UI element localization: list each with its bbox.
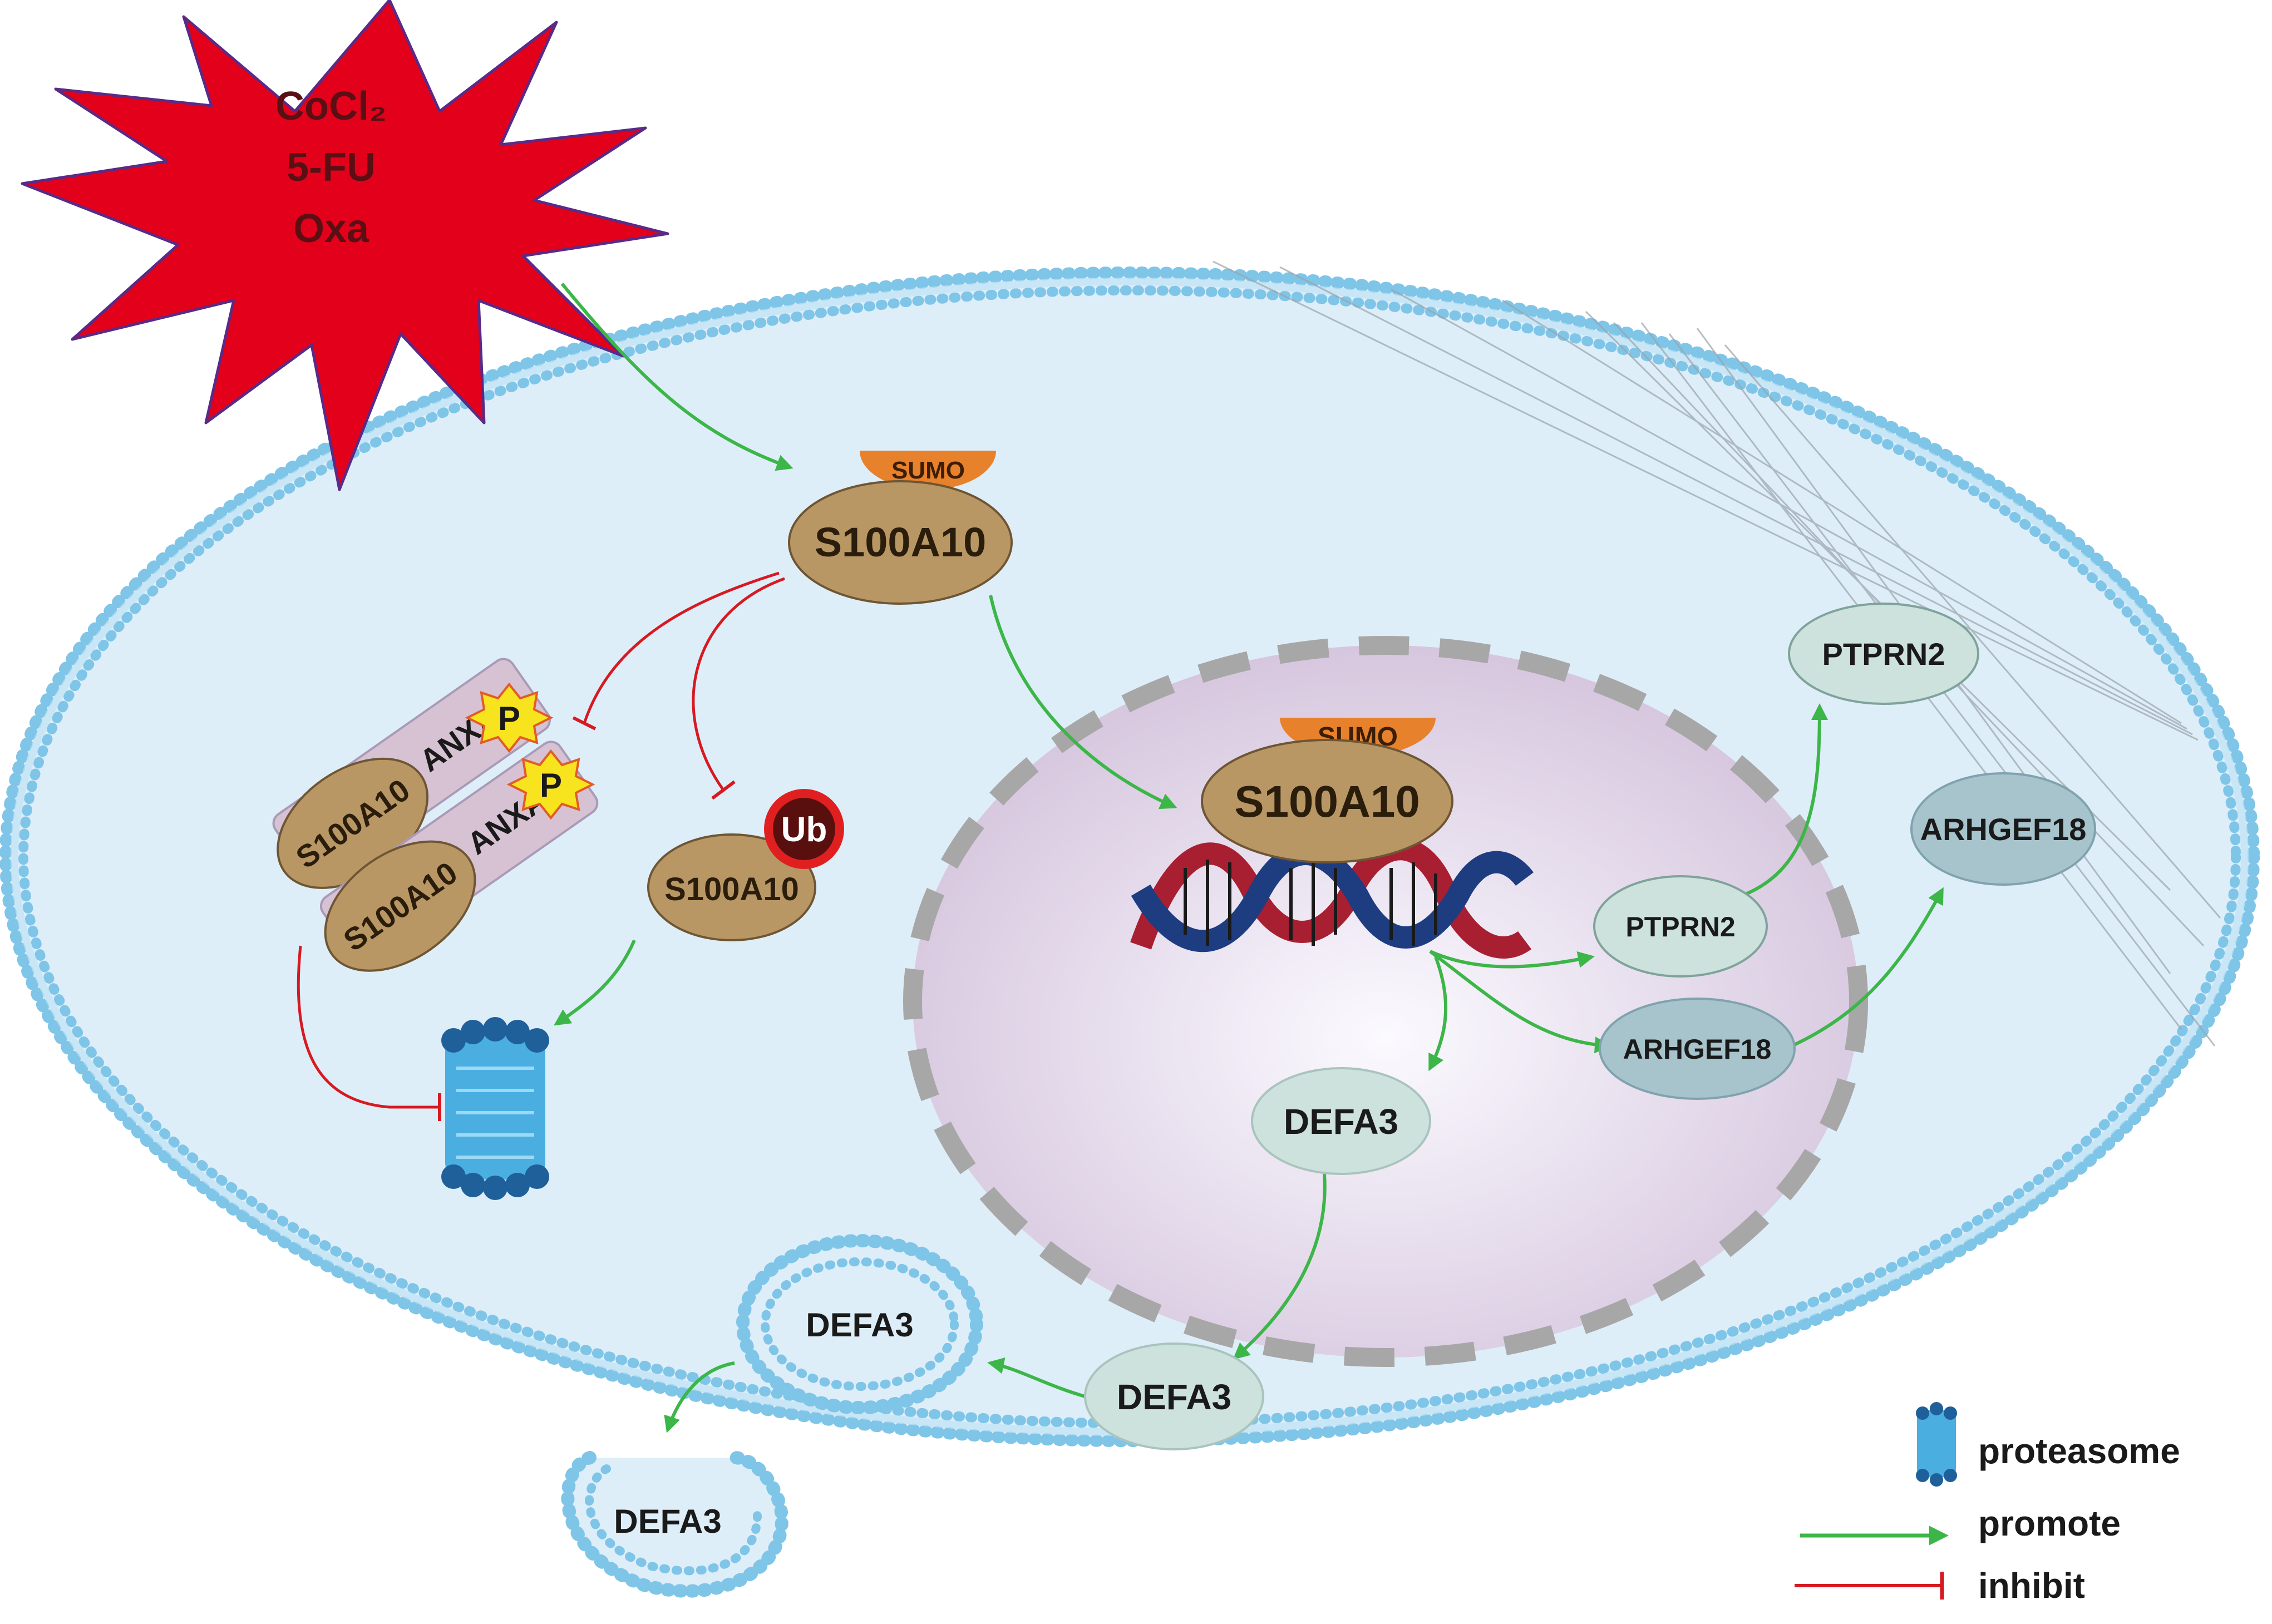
legend-inhibit-label: inhibit bbox=[1978, 1566, 2085, 1606]
arrow-vesicle-to-budding bbox=[664, 1361, 735, 1433]
cyto-defa3-label: DEFA3 bbox=[1117, 1377, 1231, 1417]
vesicle-defa3-label: DEFA3 bbox=[806, 1306, 913, 1344]
cyto-ptprn2-label: PTPRN2 bbox=[1822, 636, 1945, 672]
cyto-arhgef18: ARHGEF18 bbox=[1910, 772, 2096, 886]
cyto-ptprn2: PTPRN2 bbox=[1788, 603, 1979, 705]
inhibit-s100a10-to-anxa2 bbox=[583, 571, 780, 724]
stimulus-line-oxa: Oxa bbox=[293, 206, 369, 251]
inhibit-complex-to-proteasome bbox=[297, 945, 440, 1109]
legend-proteasome-label: proteasome bbox=[1978, 1431, 2180, 1471]
cyto-defa3: DEFA3 bbox=[1084, 1342, 1264, 1450]
cyto-s100a10-label: S100A10 bbox=[815, 519, 987, 565]
stimulus-burst: CoCl₂ 5-FU Oxa bbox=[21, 0, 669, 491]
ub-s100a10: S100A10 Ub bbox=[647, 789, 844, 941]
nuc-defa3: DEFA3 bbox=[1251, 1067, 1431, 1175]
stimulus-line-cocl2: CoCl₂ bbox=[275, 84, 387, 129]
budding-vesicle bbox=[561, 1451, 788, 1598]
anxa2-s100a10-complex: ANXA2 S100A10 ANXA2 S100A10 P P bbox=[272, 658, 599, 972]
arrow-dna-to-defa3 bbox=[1428, 956, 1448, 1072]
arrow-s100a10-to-nucleus bbox=[989, 595, 1177, 809]
cyto-arhgef18-label: ARHGEF18 bbox=[1920, 812, 2087, 847]
arrow-ub-to-proteasome bbox=[554, 939, 636, 1026]
nuc-arhgef18: ARHGEF18 bbox=[1599, 998, 1796, 1100]
ub-label: Ub bbox=[781, 811, 827, 849]
nuc-arhgef18-label: ARHGEF18 bbox=[1623, 1034, 1772, 1065]
promote-arrows bbox=[554, 283, 1944, 1433]
inhibit-s100a10-to-ub-s100a10 bbox=[692, 577, 785, 791]
dna-helix bbox=[1130, 838, 1534, 959]
arrow-ptprn2-nuc-to-ptprn2-cyto bbox=[1741, 703, 1828, 897]
stimulus-star-shape bbox=[21, 0, 669, 491]
arrow-stimulus-to-s100a10 bbox=[560, 283, 794, 471]
arrow-defa3-nuc-to-defa3-cyto bbox=[1233, 1173, 1327, 1360]
arrow-defa3-cyto-to-vesicle bbox=[987, 1358, 1086, 1398]
nuc-ptprn2: PTPRN2 bbox=[1593, 875, 1768, 978]
inhibit-lines bbox=[297, 571, 785, 1121]
ub-s100a10-label: S100A10 bbox=[664, 871, 799, 907]
legend-proteasome-icon bbox=[1916, 1402, 1957, 1487]
legend-promote-label: promote bbox=[1978, 1503, 2121, 1543]
stimulus-line-5fu: 5-FU bbox=[287, 145, 376, 190]
phospho-badge-2: P bbox=[506, 749, 595, 820]
nuc-s100a10-label: S100A10 bbox=[1234, 777, 1420, 826]
nuc-defa3-label: DEFA3 bbox=[1284, 1102, 1398, 1142]
cyto-sumo-s100a10: SUMO S100A10 bbox=[788, 451, 1013, 605]
proteasome bbox=[441, 1017, 549, 1200]
nuc-sumo-s100a10: SUMO S100A10 bbox=[1201, 718, 1453, 863]
cyto-sumo-cap bbox=[860, 451, 996, 490]
arrow-arhgef18-nuc-to-arhgef18-cyto bbox=[1791, 887, 1944, 1048]
legend: proteasome promote inhibit bbox=[1795, 1402, 2180, 1606]
phospho-badge-1: P bbox=[465, 682, 554, 753]
budding-defa3-label: DEFA3 bbox=[614, 1503, 721, 1540]
arrow-dna-to-ptprn2 bbox=[1429, 950, 1595, 969]
cyto-sumo-label: SUMO bbox=[891, 457, 965, 484]
phospho-label-2: P bbox=[540, 767, 562, 804]
secretory-vesicle bbox=[736, 1234, 983, 1414]
arrow-dna-to-arhgef18 bbox=[1429, 950, 1611, 1054]
phospho-label-1: P bbox=[498, 700, 520, 737]
nuc-ptprn2-label: PTPRN2 bbox=[1625, 911, 1735, 942]
